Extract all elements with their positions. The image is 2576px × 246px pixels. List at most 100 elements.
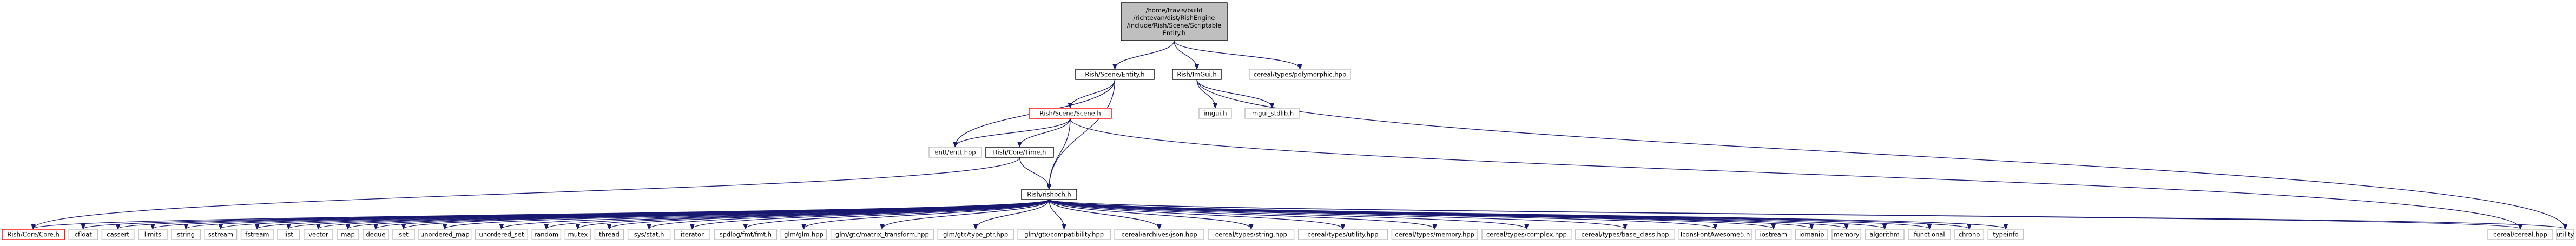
node-chrono[interactable]: chrono	[1954, 229, 1984, 240]
node-label: cereal/types/polymorphic.hpp	[1254, 71, 1347, 78]
node-set[interactable]: set	[392, 229, 415, 240]
node-label: limits	[144, 231, 161, 238]
node-layer: /home/travis/build/richtevan/dist/RishEn…	[2, 2, 2574, 240]
node-box	[594, 229, 624, 240]
node-label: cereal/types/string.hpp	[1215, 231, 1287, 238]
node-string[interactable]: string	[171, 229, 201, 240]
node-cereal-hpp[interactable]: cereal/cereal.hpp	[2487, 229, 2553, 240]
node-box	[475, 229, 528, 240]
node-scene[interactable]: Rish/Scene/Scene.h	[1029, 108, 1112, 119]
node-root[interactable]: /home/travis/build/richtevan/dist/RishEn…	[1121, 2, 1228, 41]
edge-rishpch-to-cereal-json	[1049, 199, 1159, 229]
node-box	[1987, 229, 2024, 240]
node-vector[interactable]: vector	[304, 229, 333, 240]
edge-imgui-h-to-utility	[1196, 79, 2565, 229]
node-box	[392, 229, 415, 240]
node-box	[1865, 229, 1905, 240]
node-box	[1075, 69, 1155, 80]
node-thread[interactable]: thread	[594, 229, 624, 240]
node-glm-mt[interactable]: glm/gtc/matrix_transform.hpp	[830, 229, 934, 240]
node-functional[interactable]: functional	[1908, 229, 1951, 240]
edge-rishpch-to-glm-compat	[1049, 199, 1064, 229]
edge-entity-to-rishpch	[1049, 79, 1116, 189]
node-imgui-h[interactable]: Rish/ImGui.h	[1172, 69, 1222, 80]
node-box	[1755, 229, 1792, 240]
node-limits[interactable]: limits	[138, 229, 168, 240]
node-box	[1481, 229, 1572, 240]
node-cereal-json[interactable]: cereal/archives/json.hpp	[1114, 229, 1204, 240]
node-memory[interactable]: memory	[1831, 229, 1861, 240]
node-core[interactable]: Rish/Core/Core.h	[2, 229, 65, 240]
node-label: imgui_stdlib.h	[1250, 110, 1294, 117]
edge-rishpch-to-glm-tp	[976, 199, 1050, 229]
node-sstream[interactable]: sstream	[204, 229, 238, 240]
node-glm-compat[interactable]: glm/gtx/compatibility.hpp	[1017, 229, 1111, 240]
node-iterator[interactable]: iterator	[674, 229, 710, 240]
node-glm-tp[interactable]: glm/gtc/type_ptr.hpp	[937, 229, 1014, 240]
node-box	[674, 229, 710, 240]
node-label: random	[534, 231, 558, 238]
node-iomanip[interactable]: iomanip	[1795, 229, 1828, 240]
node-box	[780, 229, 827, 240]
node-list[interactable]: list	[277, 229, 300, 240]
node-imgui-stdlib[interactable]: imgui_stdlib.h	[1244, 108, 1300, 119]
edge-scene-to-entt	[956, 118, 1071, 147]
node-spdlog[interactable]: spdlog/fmt/fmt.h	[714, 229, 778, 240]
edge-rishpch-to-set	[404, 199, 1050, 229]
node-box	[1249, 69, 1351, 80]
node-imgui[interactable]: imgui.h	[1198, 108, 1232, 119]
node-entity[interactable]: Rish/Scene/Entity.h	[1075, 69, 1155, 80]
node-label: mutex	[568, 231, 588, 238]
node-box	[1954, 229, 1984, 240]
node-cereal-utility[interactable]: cereal/types/utility.hpp	[1297, 229, 1388, 240]
node-cereal-complex[interactable]: cereal/types/complex.hpp	[1481, 229, 1572, 240]
node-box	[337, 229, 359, 240]
node-label: Rish/Core/Core.h	[7, 231, 59, 238]
node-mutex[interactable]: mutex	[564, 229, 591, 240]
node-cassert[interactable]: cassert	[101, 229, 135, 240]
node-box	[714, 229, 778, 240]
node-iostream[interactable]: iostream	[1755, 229, 1792, 240]
edge-scene-to-cereal-hpp	[1070, 118, 2520, 229]
node-box	[985, 147, 1054, 158]
node-deque[interactable]: deque	[363, 229, 389, 240]
node-utility[interactable]: utility	[2556, 229, 2574, 240]
edge-rishpch-to-glm-mt	[882, 199, 1050, 229]
node-box	[1172, 69, 1222, 80]
node-box	[1208, 229, 1295, 240]
node-label: Rish/rishpch.h	[1027, 191, 1071, 198]
node-map[interactable]: map	[337, 229, 359, 240]
edge-scene-to-coretime	[1020, 118, 1071, 147]
node-label: fstream	[245, 231, 269, 238]
node-random[interactable]: random	[531, 229, 562, 240]
edge-entity-to-scene	[1070, 79, 1116, 108]
node-box	[1908, 229, 1951, 240]
node-label: unordered_map	[420, 231, 470, 238]
node-glm[interactable]: glm/glm.hpp	[780, 229, 827, 240]
node-iconsfa5[interactable]: IconsFontAwesome5.h	[1678, 229, 1752, 240]
node-label: cereal/cereal.hpp	[2493, 231, 2547, 238]
node-algorithm[interactable]: algorithm	[1865, 229, 1905, 240]
node-box	[1244, 108, 1300, 119]
node-label: spdlog/fmt/fmt.h	[720, 231, 772, 238]
node-label: vector	[308, 231, 328, 238]
node-typeinfo[interactable]: typeinfo	[1987, 229, 2024, 240]
node-coretime[interactable]: Rish/Core/Time.h	[985, 147, 1054, 158]
node-entt[interactable]: entt/entt.hpp	[928, 147, 982, 158]
edge-rishpch-to-iterator	[692, 199, 1050, 229]
node-fstream[interactable]: fstream	[240, 229, 274, 240]
node-cereal-base-class[interactable]: cereal/types/base_class.hpp	[1575, 229, 1675, 240]
node-rishpch[interactable]: Rish/rishpch.h	[1021, 189, 1077, 200]
node-label: deque	[366, 231, 385, 238]
node-unordered-map[interactable]: unordered_map	[418, 229, 472, 240]
edge-root-to-entity	[1115, 40, 1175, 69]
edge-imgui-h-to-imgui	[1196, 79, 1215, 108]
node-cereal-string[interactable]: cereal/types/string.hpp	[1208, 229, 1295, 240]
node-label: thread	[599, 231, 620, 238]
node-sys-stat[interactable]: sys/stat.h	[627, 229, 671, 240]
node-label: IconsFontAwesome5.h	[1681, 231, 1750, 238]
node-cereal-memory[interactable]: cereal/types/memory.hpp	[1391, 229, 1478, 240]
node-unordered-set[interactable]: unordered_set	[475, 229, 528, 240]
node-cfloat[interactable]: cfloat	[68, 229, 98, 240]
node-polymorphic[interactable]: cereal/types/polymorphic.hpp	[1249, 69, 1351, 80]
